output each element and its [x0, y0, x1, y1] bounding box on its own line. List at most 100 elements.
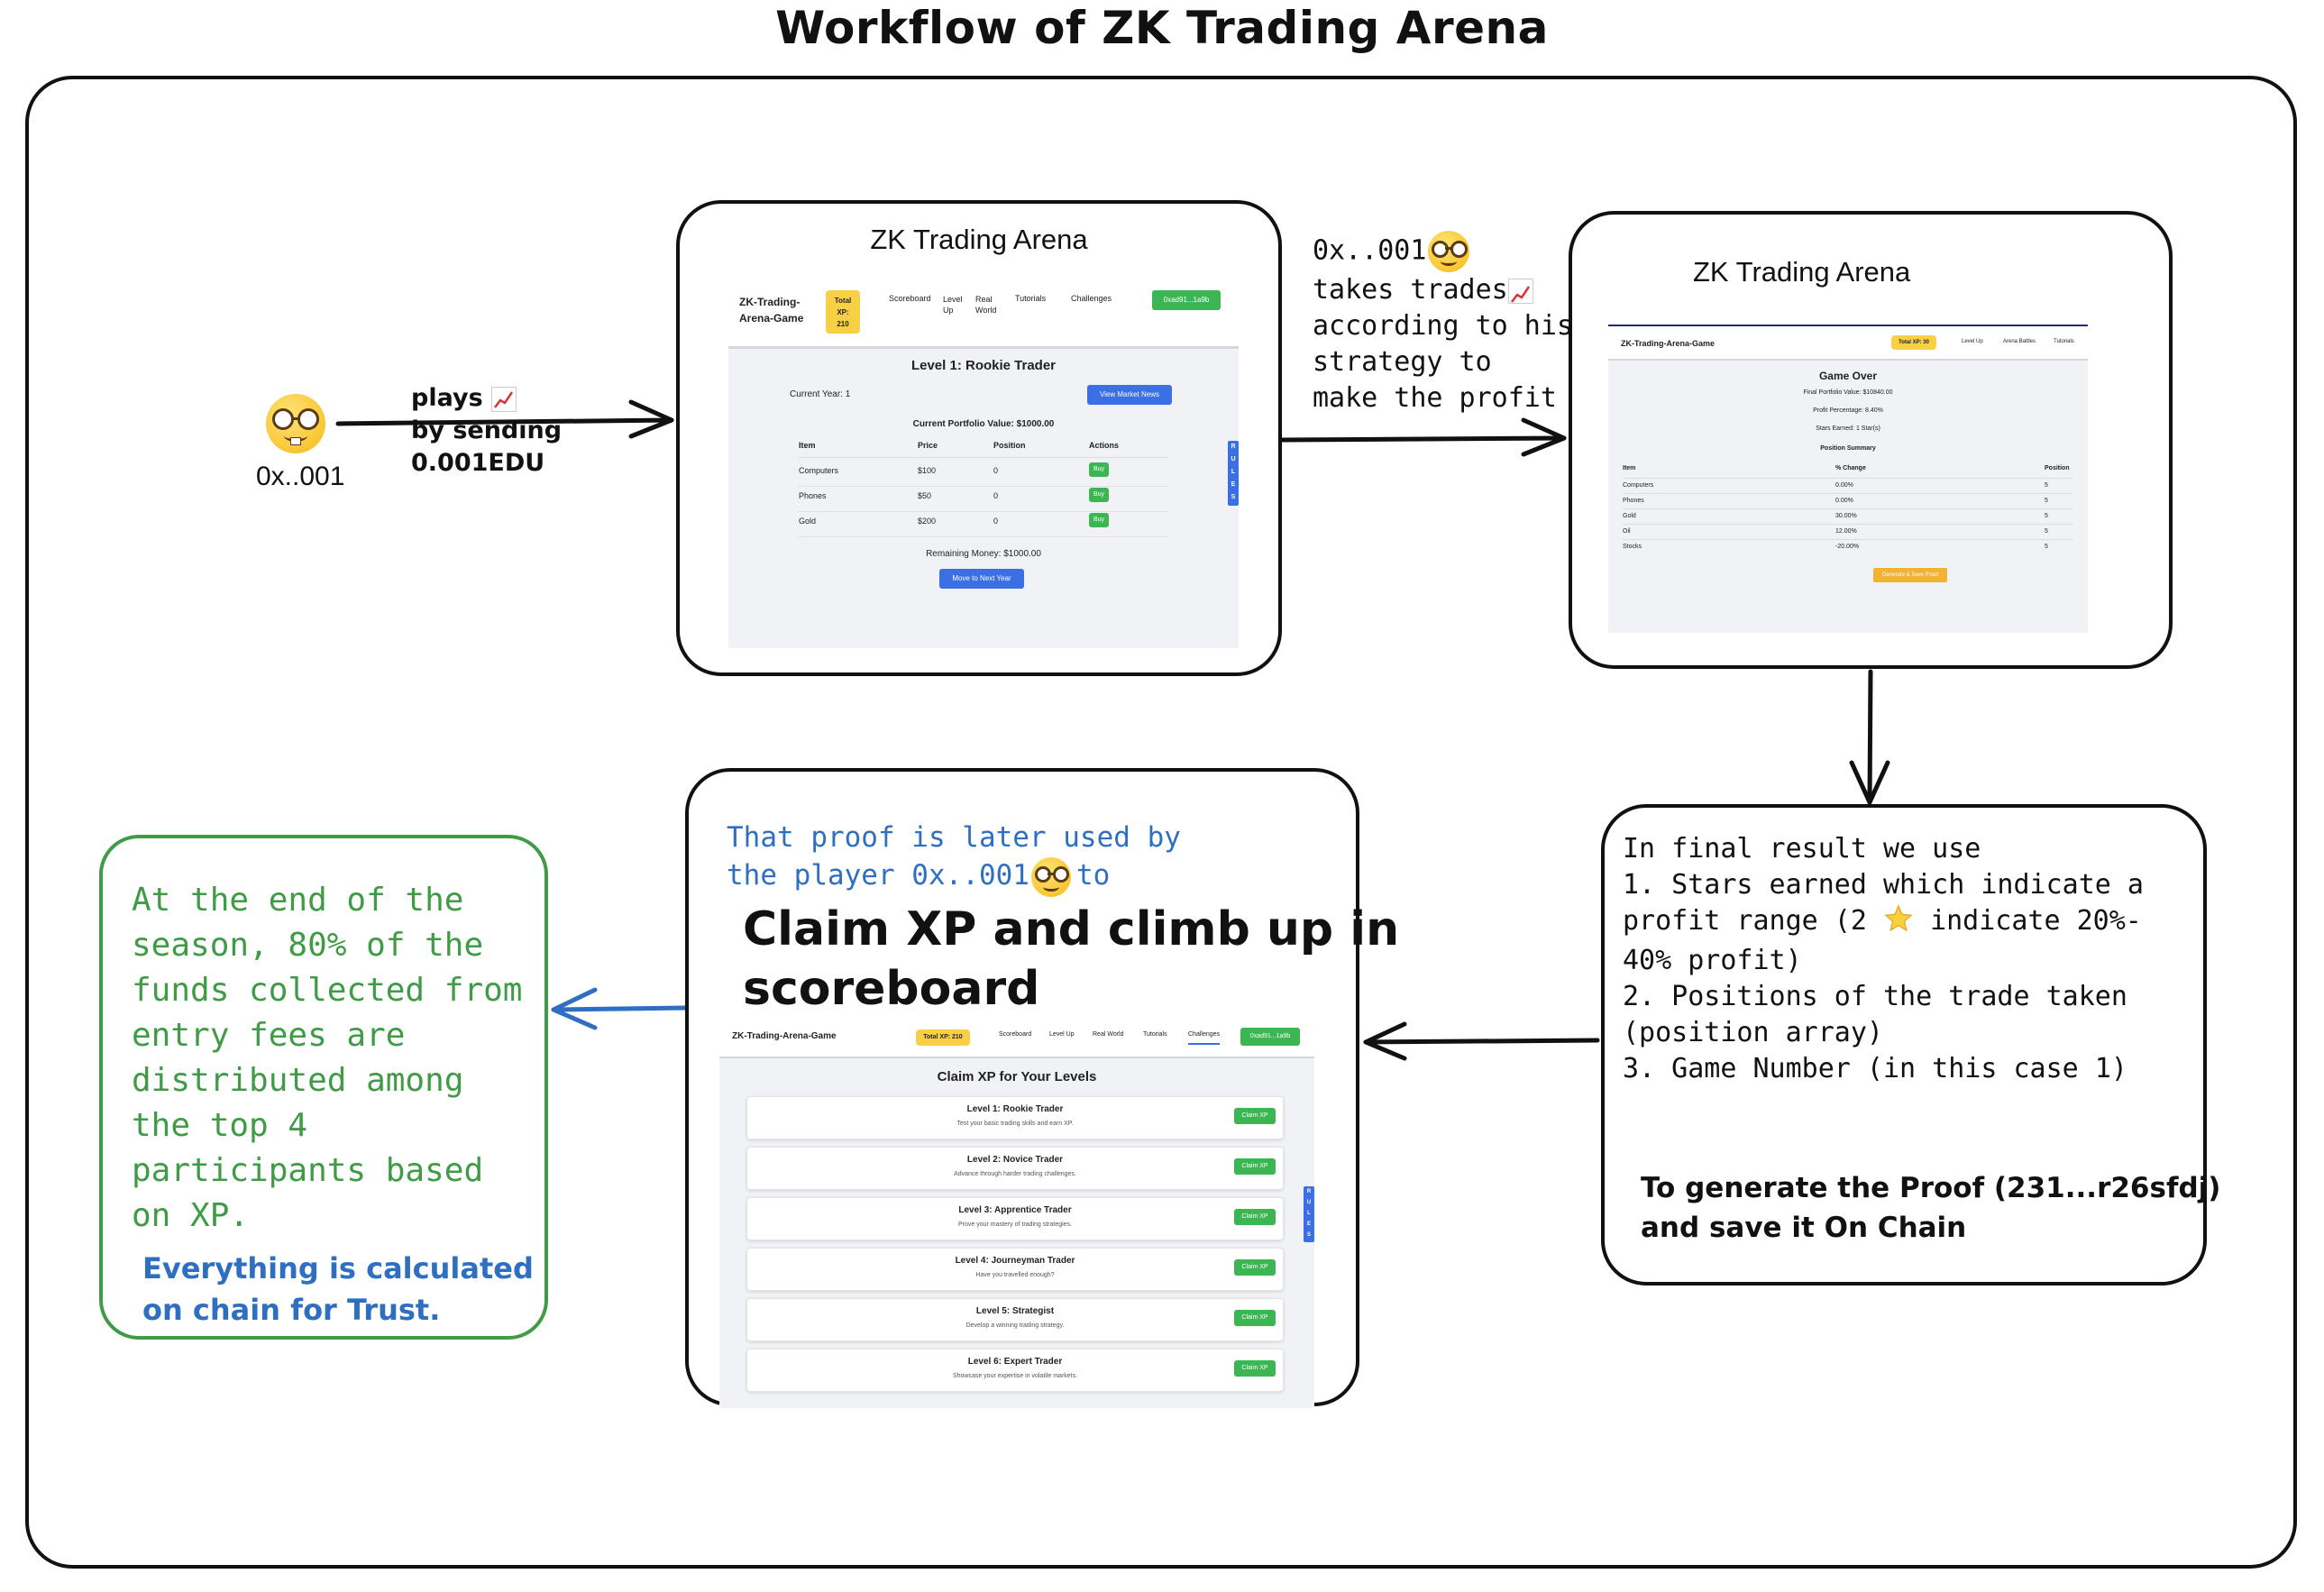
rules-letter: S	[1306, 1232, 1311, 1238]
table-row: Oil 12.00% 5	[1623, 524, 2073, 540]
season-line: At the end of the	[132, 882, 464, 919]
screen1-row-item: Computers	[799, 466, 839, 475]
screen2-row-item: Phones	[1623, 498, 1644, 504]
screen3-heading: Claim XP for Your Levels	[937, 1069, 1097, 1084]
screen1-row-price: $50	[918, 491, 932, 500]
claim-xp-button[interactable]: Claim XP	[1234, 1310, 1276, 1326]
result-line3b: indicate 20%-	[1930, 905, 2142, 937]
screen1-xp-line3: 210	[837, 320, 849, 328]
season-box: At the end of the season, 80% of the fun…	[99, 835, 548, 1340]
screen2-screenshot: ZK-Trading-Arena-Game Total XP: 30 Level…	[1608, 325, 2088, 633]
level-desc: Advance through harder trading challenge…	[954, 1171, 1076, 1177]
screen3-wallet-button[interactable]: 0xad91...1a9b	[1240, 1028, 1300, 1046]
screen2-brand: ZK-Trading-Arena-Game	[1621, 339, 1716, 348]
level-desc: Prove your mastery of trading strategies…	[957, 1221, 1073, 1228]
screen2-nav-arena[interactable]: Arena Battles	[2003, 339, 2036, 344]
claim-heading-line1: Claim XP and climb up in	[743, 902, 1400, 956]
buy-button[interactable]: Buy	[1089, 513, 1109, 527]
rules-letter: U	[1231, 456, 1236, 462]
nerd-face-icon	[1428, 231, 1470, 272]
screen2-nav-tutorials[interactable]: Tutorials	[2054, 339, 2074, 344]
player-address: 0x..001	[256, 462, 345, 491]
screen2-xp-badge: Total XP: 30	[1891, 335, 1936, 350]
step1-line2: by sending	[411, 416, 563, 444]
screen2-th-item: Item	[1623, 465, 1636, 471]
screen1-remaining: Remaining Money: $1000.00	[926, 549, 1041, 559]
screen2-generate-proof-button[interactable]: Generate & Save Proof	[1873, 568, 1947, 582]
screen1-market-news-button[interactable]: View Market News	[1087, 385, 1172, 405]
screen2-box: ZK Trading Arena ZK-Trading-Arena-Game T…	[1569, 211, 2173, 669]
season-line: the top 4	[132, 1107, 308, 1144]
result-line3a: profit range (2	[1623, 905, 1867, 937]
screen2-row-position: 5	[2045, 513, 2048, 519]
list-item: Level 1: Rookie Trader Test your basic t…	[746, 1096, 1284, 1139]
step2-line4: strategy to	[1313, 346, 1492, 378]
table-row: Phones $50 0 Buy	[799, 488, 1168, 512]
result-text: In final result we use 1. Stars earned w…	[1623, 831, 2144, 1087]
screen2-caption: ZK Trading Arena	[1693, 256, 1911, 288]
chart-increasing-icon	[1507, 278, 1533, 304]
list-item: Level 3: Apprentice Trader Prove your ma…	[746, 1197, 1284, 1240]
arrowhead-screen2-to-result	[1849, 760, 1890, 805]
buy-button[interactable]: Buy	[1089, 462, 1109, 477]
level-desc: Test your basic trading skills and earn …	[956, 1121, 1074, 1127]
screen2-row-position: 5	[2045, 544, 2048, 550]
result-line7: 3. Game Number (in this case 1)	[1623, 1053, 2127, 1084]
claim-xp-button[interactable]: Claim XP	[1234, 1158, 1276, 1175]
buy-button[interactable]: Buy	[1089, 488, 1109, 502]
screen1-th-item: Item	[799, 441, 816, 450]
screen2-row-item: Computers	[1623, 482, 1654, 489]
claim-intro-line1: That proof is later used by	[727, 821, 1181, 854]
proof-line2: and save it On Chain	[1641, 1212, 1967, 1244]
step1-line3: 0.001EDU	[411, 449, 545, 477]
screen1-row-item: Phones	[799, 491, 827, 500]
screen2-row-change: 0.00%	[1835, 498, 1853, 504]
screen1-wallet-button[interactable]: 0xad91...1a9b	[1152, 290, 1221, 310]
result-line5: 2. Positions of the trade taken	[1623, 981, 2127, 1012]
screen1-nav-scoreboard[interactable]: Scoreboard	[889, 294, 931, 303]
screen2-nav-levelup[interactable]: Level Up	[1962, 339, 1983, 344]
trust-line1: Everything is calculated	[142, 1251, 534, 1285]
claim-xp-button[interactable]: Claim XP	[1234, 1108, 1276, 1124]
screen2-row-change: 12.00%	[1835, 528, 1857, 535]
screen2-row-position: 5	[2045, 482, 2048, 489]
season-line: on XP.	[132, 1197, 250, 1234]
screen2-th-change: % Change	[1835, 465, 1866, 471]
level-title: Level 4: Journeyman Trader	[955, 1256, 1075, 1266]
nerd-face-icon	[266, 394, 325, 453]
screen1-nav-challenges[interactable]: Challenges	[1071, 294, 1112, 303]
proof-text: To generate the Proof (231...r26sfdj) an…	[1641, 1168, 2220, 1248]
claim-intro-line2a: the player 0x..001	[727, 859, 1029, 892]
screen1-next-year-button[interactable]: Move to Next Year	[939, 569, 1024, 589]
claim-xp-button[interactable]: Claim XP	[1234, 1259, 1276, 1276]
screen1-portfolio-value: Current Portfolio Value: $1000.00	[912, 419, 1055, 429]
result-line4: 40% profit)	[1623, 945, 1802, 976]
screen2-row-change: 0.00%	[1835, 482, 1853, 489]
result-line1: In final result we use	[1623, 833, 1981, 865]
level-desc: Showcase your expertise in volatile mark…	[952, 1373, 1078, 1379]
claim-xp-button[interactable]: Claim XP	[1234, 1209, 1276, 1225]
screen2-row-change: 30.00%	[1835, 513, 1857, 519]
table-row: Computers $100 0 Buy	[799, 462, 1168, 487]
screen3-nav-realworld[interactable]: Real World	[1093, 1031, 1124, 1038]
screen1-brand-line2: Arena-Game	[739, 312, 804, 325]
screen3-nav-tutorials[interactable]: Tutorials	[1143, 1031, 1167, 1038]
screen3-nav-challenges[interactable]: Challenges	[1188, 1031, 1221, 1045]
season-line: participants based	[132, 1152, 484, 1189]
screen3-nav-levelup[interactable]: Level Up	[1049, 1031, 1075, 1038]
screen2-summary: Position Summary	[1820, 445, 1876, 452]
table-row: Gold 30.00% 5	[1623, 508, 2073, 525]
screen1-box: ZK Trading Arena ZK-Trading- Arena-Game …	[676, 200, 1282, 676]
claim-intro: That proof is later used by the player 0…	[727, 819, 1181, 897]
trust-text: Everything is calculated on chain for Tr…	[142, 1248, 534, 1331]
season-line: season, 80% of the	[132, 927, 484, 964]
screen3-nav-scoreboard[interactable]: Scoreboard	[999, 1031, 1032, 1038]
list-item: Level 4: Journeyman Trader Have you trav…	[746, 1248, 1284, 1291]
level-title: Level 3: Apprentice Trader	[958, 1205, 1072, 1215]
claim-xp-button[interactable]: Claim XP	[1234, 1360, 1276, 1377]
screen1-nav-tutorials[interactable]: Tutorials	[1015, 294, 1047, 303]
